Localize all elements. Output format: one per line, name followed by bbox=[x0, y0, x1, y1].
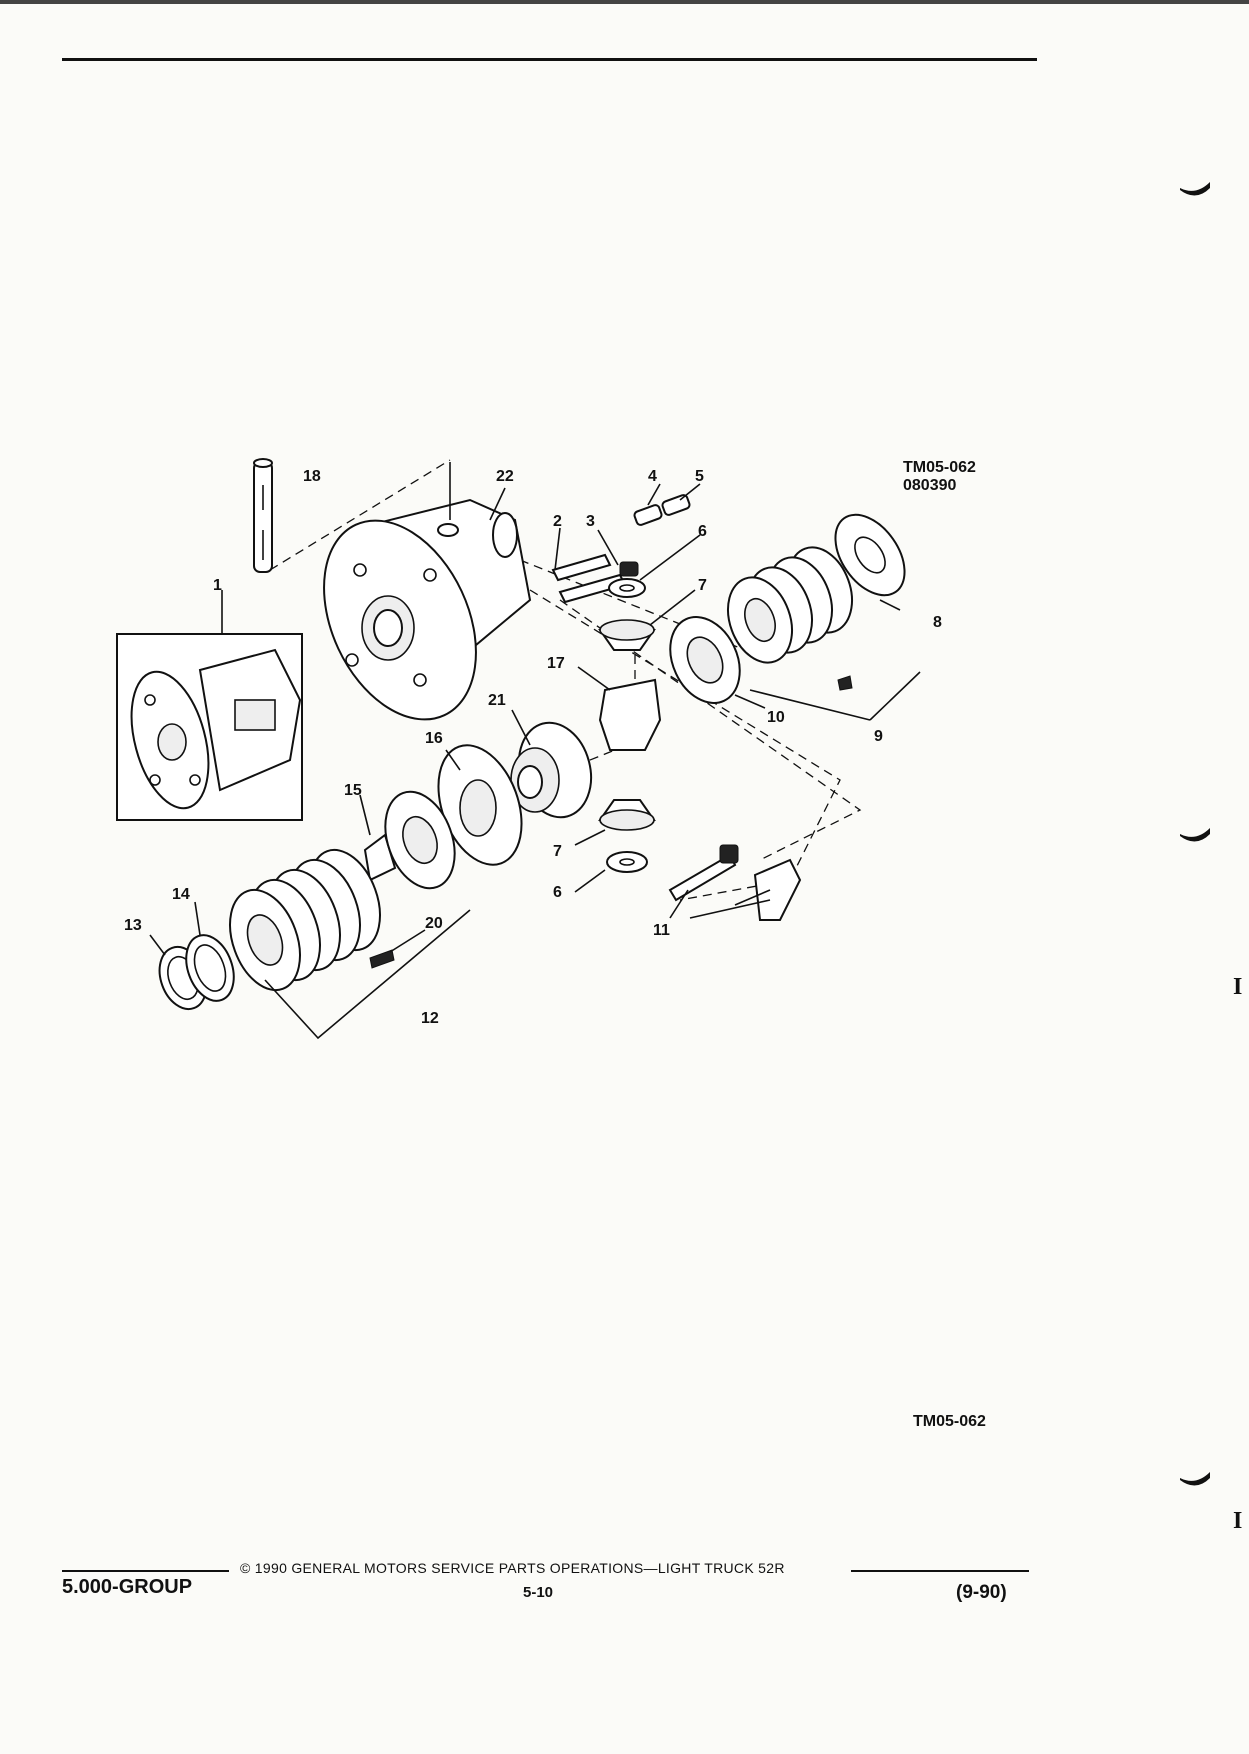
callout-7-lower: 7 bbox=[553, 843, 562, 860]
binder-hole-mark-1 bbox=[1180, 182, 1210, 196]
footer-rule-right bbox=[851, 1570, 1029, 1572]
header-rule bbox=[62, 58, 1037, 61]
part-18-pin bbox=[253, 458, 273, 573]
part-6-washer-upper bbox=[608, 578, 646, 598]
part-22-case bbox=[323, 462, 532, 721]
callout-6-upper: 6 bbox=[698, 523, 707, 540]
callout-22: 22 bbox=[496, 468, 514, 485]
part-17-block bbox=[598, 678, 662, 751]
figure-id-date: 080390 bbox=[903, 477, 957, 494]
figure-id: TM05-062 080390 bbox=[903, 459, 976, 495]
binder-hole-mark-2 bbox=[1180, 828, 1210, 842]
callout-1: 1 bbox=[213, 577, 222, 594]
part-7-gear-upper bbox=[598, 619, 656, 651]
part-1-inset bbox=[116, 633, 303, 821]
callout-11: 11 bbox=[653, 922, 670, 939]
edge-letter-1: I bbox=[1233, 974, 1243, 1000]
callout-6-lower: 6 bbox=[553, 884, 562, 901]
binder-hole-mark-3 bbox=[1180, 1472, 1210, 1486]
part-9-clutch-pack bbox=[727, 546, 921, 721]
part-11-bolt bbox=[668, 844, 802, 921]
revision-date: (9-90) bbox=[956, 1582, 1007, 1603]
part-10-side-gear bbox=[669, 616, 741, 704]
part-7-gear-lower bbox=[598, 799, 656, 831]
callout-13: 13 bbox=[124, 917, 142, 934]
part-20-clip bbox=[369, 949, 395, 969]
callout-3: 3 bbox=[586, 513, 595, 530]
callout-21: 21 bbox=[488, 692, 506, 709]
callout-7-upper: 7 bbox=[698, 577, 707, 594]
part-8-shim bbox=[834, 513, 906, 597]
part-21-gear bbox=[510, 721, 593, 819]
edge-letter-2: I bbox=[1233, 1508, 1243, 1534]
copyright-line: © 1990 GENERAL MOTORS SERVICE PARTS OPER… bbox=[240, 1560, 785, 1576]
callout-2: 2 bbox=[553, 513, 562, 530]
figure-id-code: TM05-062 bbox=[903, 459, 976, 476]
page-number: 5-10 bbox=[523, 1584, 554, 1601]
part-14-ring bbox=[185, 934, 235, 1002]
footer-rule-left bbox=[62, 1570, 229, 1572]
callout-4: 4 bbox=[648, 468, 657, 485]
callout-17: 17 bbox=[547, 655, 565, 672]
callout-15: 15 bbox=[344, 782, 362, 799]
figure-reference: TM05-062 bbox=[913, 1413, 986, 1430]
callout-10: 10 bbox=[767, 709, 785, 726]
part-12-clutch-pack bbox=[229, 790, 471, 1040]
scan-border-top bbox=[0, 0, 1249, 4]
part-6-washer-lower bbox=[606, 851, 648, 873]
callout-9: 9 bbox=[874, 728, 883, 745]
callout-16: 16 bbox=[425, 730, 443, 747]
callout-20: 20 bbox=[425, 915, 443, 932]
section-group: 5.000-GROUP bbox=[62, 1576, 193, 1598]
callout-8: 8 bbox=[933, 614, 942, 631]
callout-5: 5 bbox=[695, 468, 704, 485]
callout-12: 12 bbox=[421, 1010, 439, 1027]
callout-14: 14 bbox=[172, 886, 190, 903]
part-4-5-fittings bbox=[633, 494, 691, 526]
callout-18: 18 bbox=[303, 468, 321, 485]
